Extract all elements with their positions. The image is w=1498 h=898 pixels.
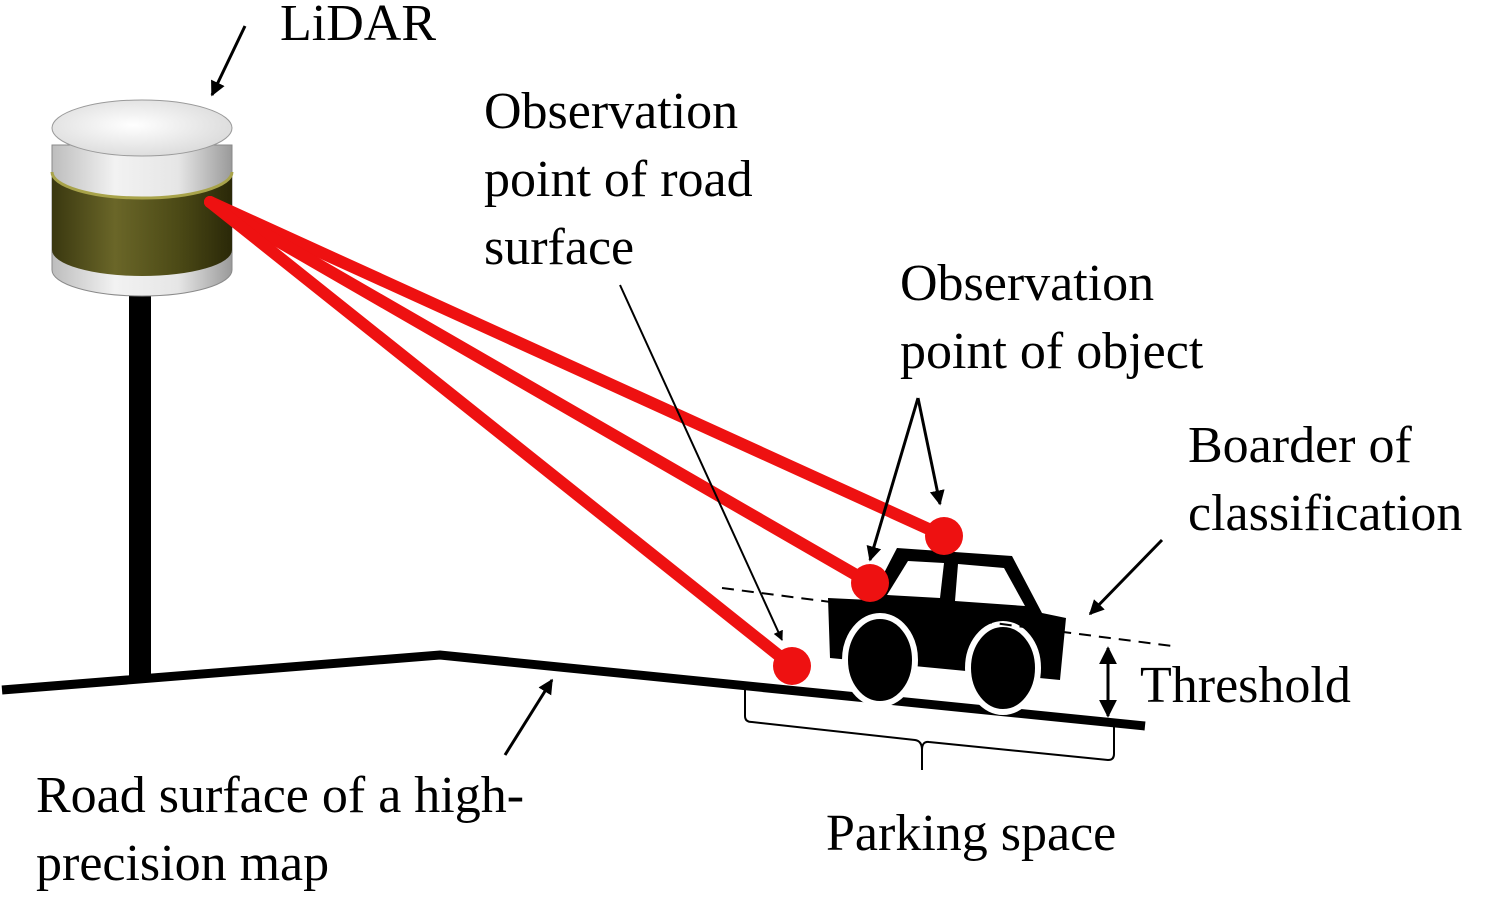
- road-surface-line: [1, 650, 1146, 731]
- road-point-pointer-arrow: [619, 284, 783, 641]
- laser-beam-middle: [204, 196, 876, 589]
- road-surface-label: Road surface of a high- precision map: [36, 767, 525, 892]
- object-observation-point-upper: [925, 517, 963, 555]
- object-point-pointer-arrow-left: [866, 397, 920, 562]
- laser-beam-lower: [204, 196, 798, 672]
- laser-beams: [204, 196, 950, 672]
- lidar-label: LiDAR: [280, 0, 436, 52]
- object-observation-point-lower: [851, 564, 889, 602]
- road-surface-pointer-arrow: [503, 678, 554, 756]
- parking-space-label: Parking space: [826, 805, 1117, 862]
- laser-beam-upper: [204, 196, 950, 542]
- lidar-pointer-arrow: [210, 25, 247, 97]
- lidar-sensor-icon: [50, 99, 234, 297]
- classification-border-label: Boarder of classification: [1188, 417, 1463, 542]
- parking-space-brace: [744, 690, 1115, 770]
- road-observation-point: [773, 647, 811, 685]
- border-pointer-arrow: [1088, 538, 1164, 616]
- classification-border-line: [721, 587, 1173, 647]
- object-point-pointer-arrow-right: [916, 397, 945, 506]
- threshold-label: Threshold: [1140, 657, 1351, 714]
- object-point-label: Observation point of object: [900, 255, 1204, 380]
- road-point-label: Observation point of road surface: [484, 83, 753, 276]
- lidar-pole: [129, 292, 151, 682]
